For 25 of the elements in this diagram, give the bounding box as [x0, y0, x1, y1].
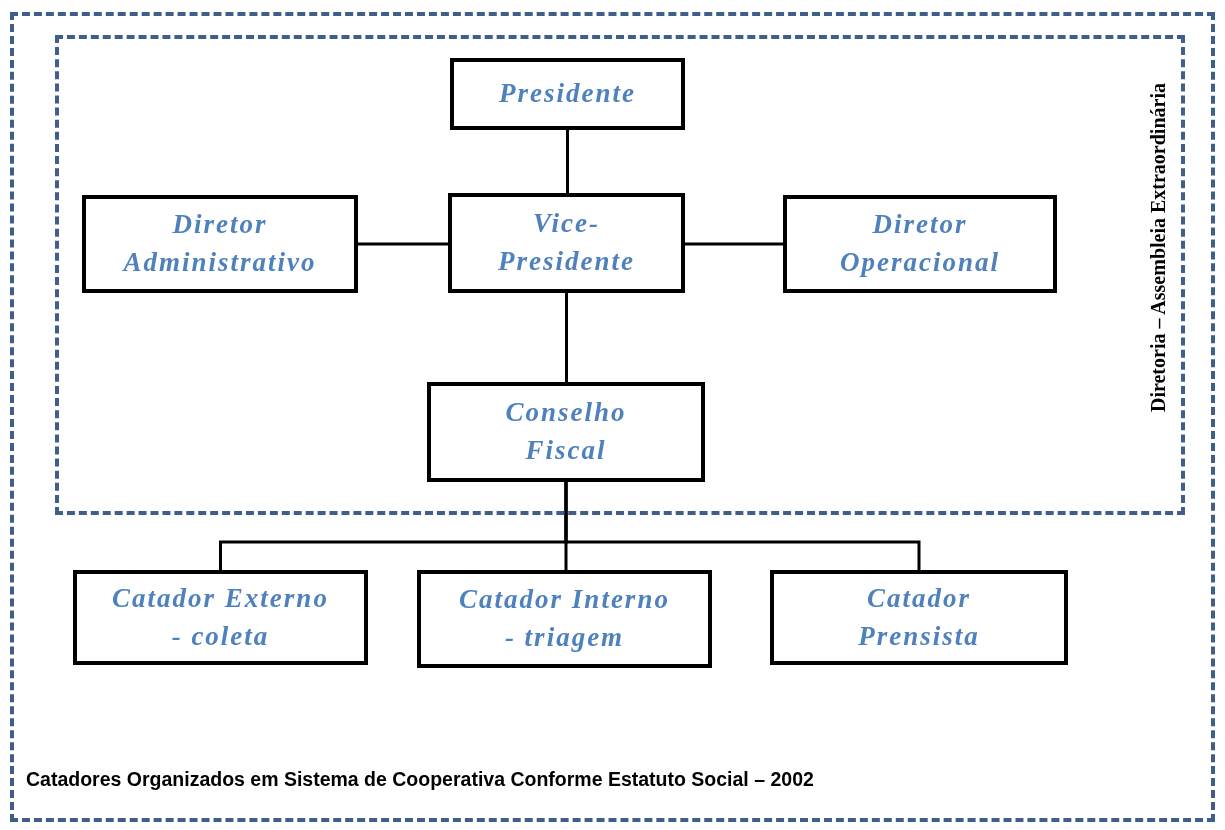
- role-label: Diretor Operacional: [839, 208, 1001, 279]
- role-label: Conselho Fiscal: [504, 396, 628, 467]
- connector-line: [566, 130, 569, 193]
- role-label: Catador Interno - triagem: [458, 583, 671, 654]
- dashed-frame: [10, 12, 1215, 822]
- org-box: [783, 195, 1057, 293]
- role-label: Catador Externo - coleta: [111, 581, 330, 653]
- vertical-label: Diretoria – Assembleia Extraordinária: [1147, 83, 1170, 413]
- org-box: [448, 193, 685, 293]
- org-box: [427, 382, 705, 482]
- connector-line: [565, 293, 568, 382]
- org-box: [73, 570, 368, 665]
- connector-line: [564, 482, 921, 570]
- role-label: Diretor Administrativo: [121, 208, 318, 279]
- org-box: [417, 570, 712, 668]
- dashed-frame: [55, 35, 1185, 515]
- connector-line: [685, 242, 783, 246]
- role-label: Catador Prensista: [857, 581, 981, 653]
- role-label: Presidente: [499, 77, 636, 111]
- connector-line: [358, 242, 448, 246]
- org-box: [770, 570, 1068, 665]
- role-label: Vice-Presidente: [497, 207, 636, 278]
- caption-text: Catadores Organizados em Sistema de Cooperativa Conforme Estatuto Social – 2002: [26, 768, 814, 791]
- org-box: [82, 195, 358, 293]
- org-box: [450, 58, 685, 130]
